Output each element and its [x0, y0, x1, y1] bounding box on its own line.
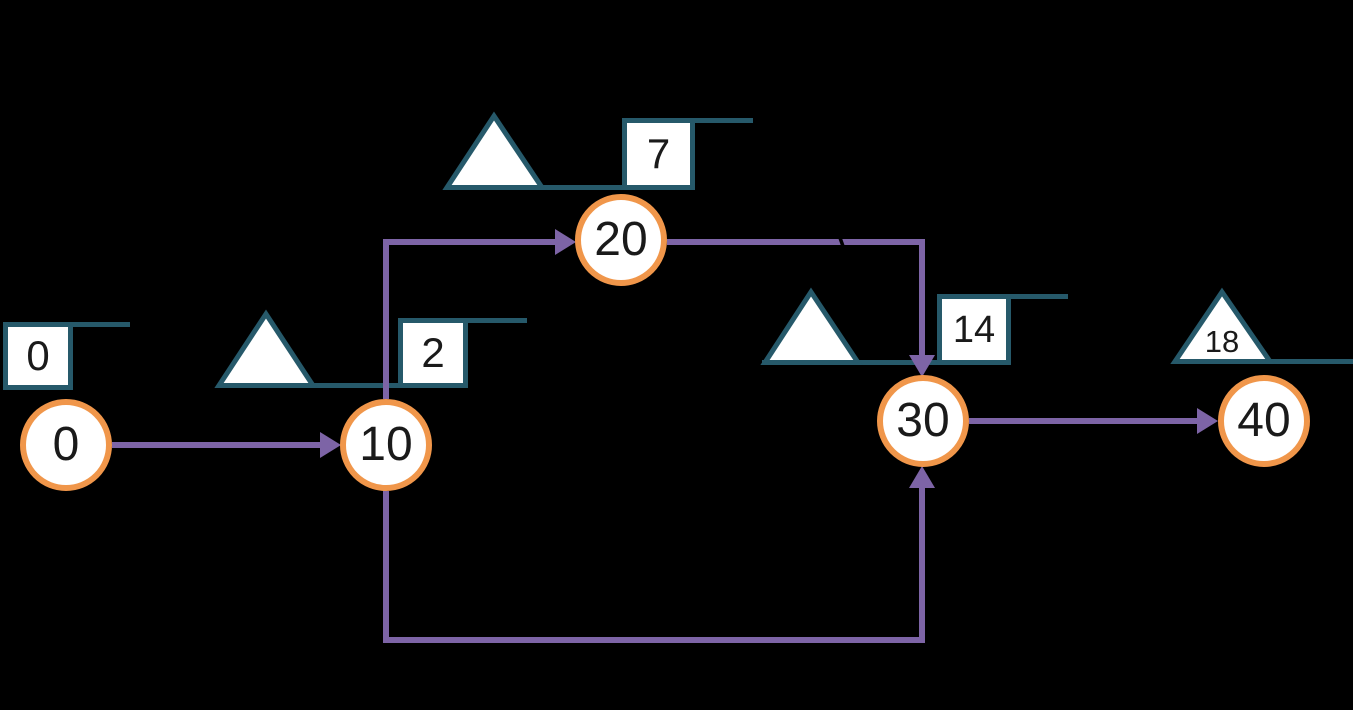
event-node-30: 30 [877, 375, 969, 467]
milestone-time-box-2: 2 [398, 318, 468, 388]
arrowhead-into-30-bottom [909, 466, 935, 488]
milestone-time-box-0: 0 [3, 322, 73, 390]
edge-tick-mark [837, 234, 846, 250]
edge-10-20 [383, 239, 556, 399]
event-node-label: 0 [52, 418, 80, 471]
arrowhead-into-40 [1197, 408, 1218, 434]
milestone-time-value: 18 [1204, 323, 1240, 359]
milestone-time-value: 14 [952, 308, 996, 351]
event-node-label: 30 [896, 394, 950, 447]
milestone-triangle-icon [760, 287, 863, 365]
arrowhead-into-10 [320, 432, 341, 458]
event-node-label: 20 [594, 213, 648, 266]
milestone-triangle-icon [442, 111, 547, 190]
event-node-20: 20 [575, 194, 667, 286]
flag-triangles [214, 111, 1275, 388]
event-node-0: 0 [20, 399, 112, 491]
milestone-time-value: 7 [646, 130, 671, 177]
edge-arrowheads [320, 229, 1218, 488]
activity-edges [112, 239, 1198, 643]
event-node-label: 10 [359, 418, 413, 471]
milestone-triangle-value-18: 18 [1196, 324, 1248, 358]
edge-10-30 [383, 488, 925, 643]
event-node-40: 40 [1218, 375, 1310, 467]
arrowhead-into-20 [555, 229, 576, 255]
arrowhead-into-30-top [909, 355, 935, 377]
edge-20-30 [667, 239, 925, 357]
milestone-time-value: 2 [421, 329, 445, 376]
milestone-triangle-icon [1170, 287, 1275, 364]
event-node-10: 10 [340, 399, 432, 491]
milestone-time-box-14: 14 [937, 294, 1011, 365]
milestone-time-value: 0 [26, 332, 50, 379]
milestone-time-box-7: 7 [622, 118, 695, 190]
event-node-label: 40 [1237, 394, 1291, 447]
milestone-triangle-icon [214, 309, 318, 388]
